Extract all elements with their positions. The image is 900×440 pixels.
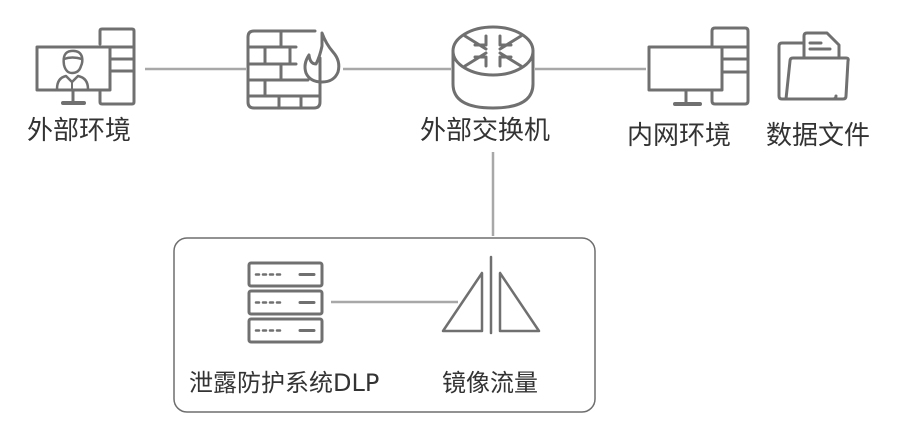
- router-switch-icon: [451, 25, 535, 110]
- server-rack-icon: [247, 261, 324, 344]
- node-label-dlp: 泄露防护系统DLP: [189, 369, 380, 397]
- node-label-data-files: 数据文件: [766, 121, 871, 151]
- workstation-user-icon: [35, 27, 136, 106]
- desktop-computer-icon: [647, 26, 750, 106]
- dlp-group-box: [173, 237, 596, 413]
- node-label-mirror: 镜像流量: [442, 369, 538, 397]
- node-label-external-env: 外部环境: [27, 116, 132, 146]
- node-label-external-switch: 外部交换机: [420, 116, 551, 146]
- mirror-traffic-icon: [441, 255, 541, 335]
- folder-document-icon: [777, 31, 850, 101]
- firewall-icon: [246, 29, 341, 110]
- node-label-internal-env: 内网环境: [627, 121, 732, 151]
